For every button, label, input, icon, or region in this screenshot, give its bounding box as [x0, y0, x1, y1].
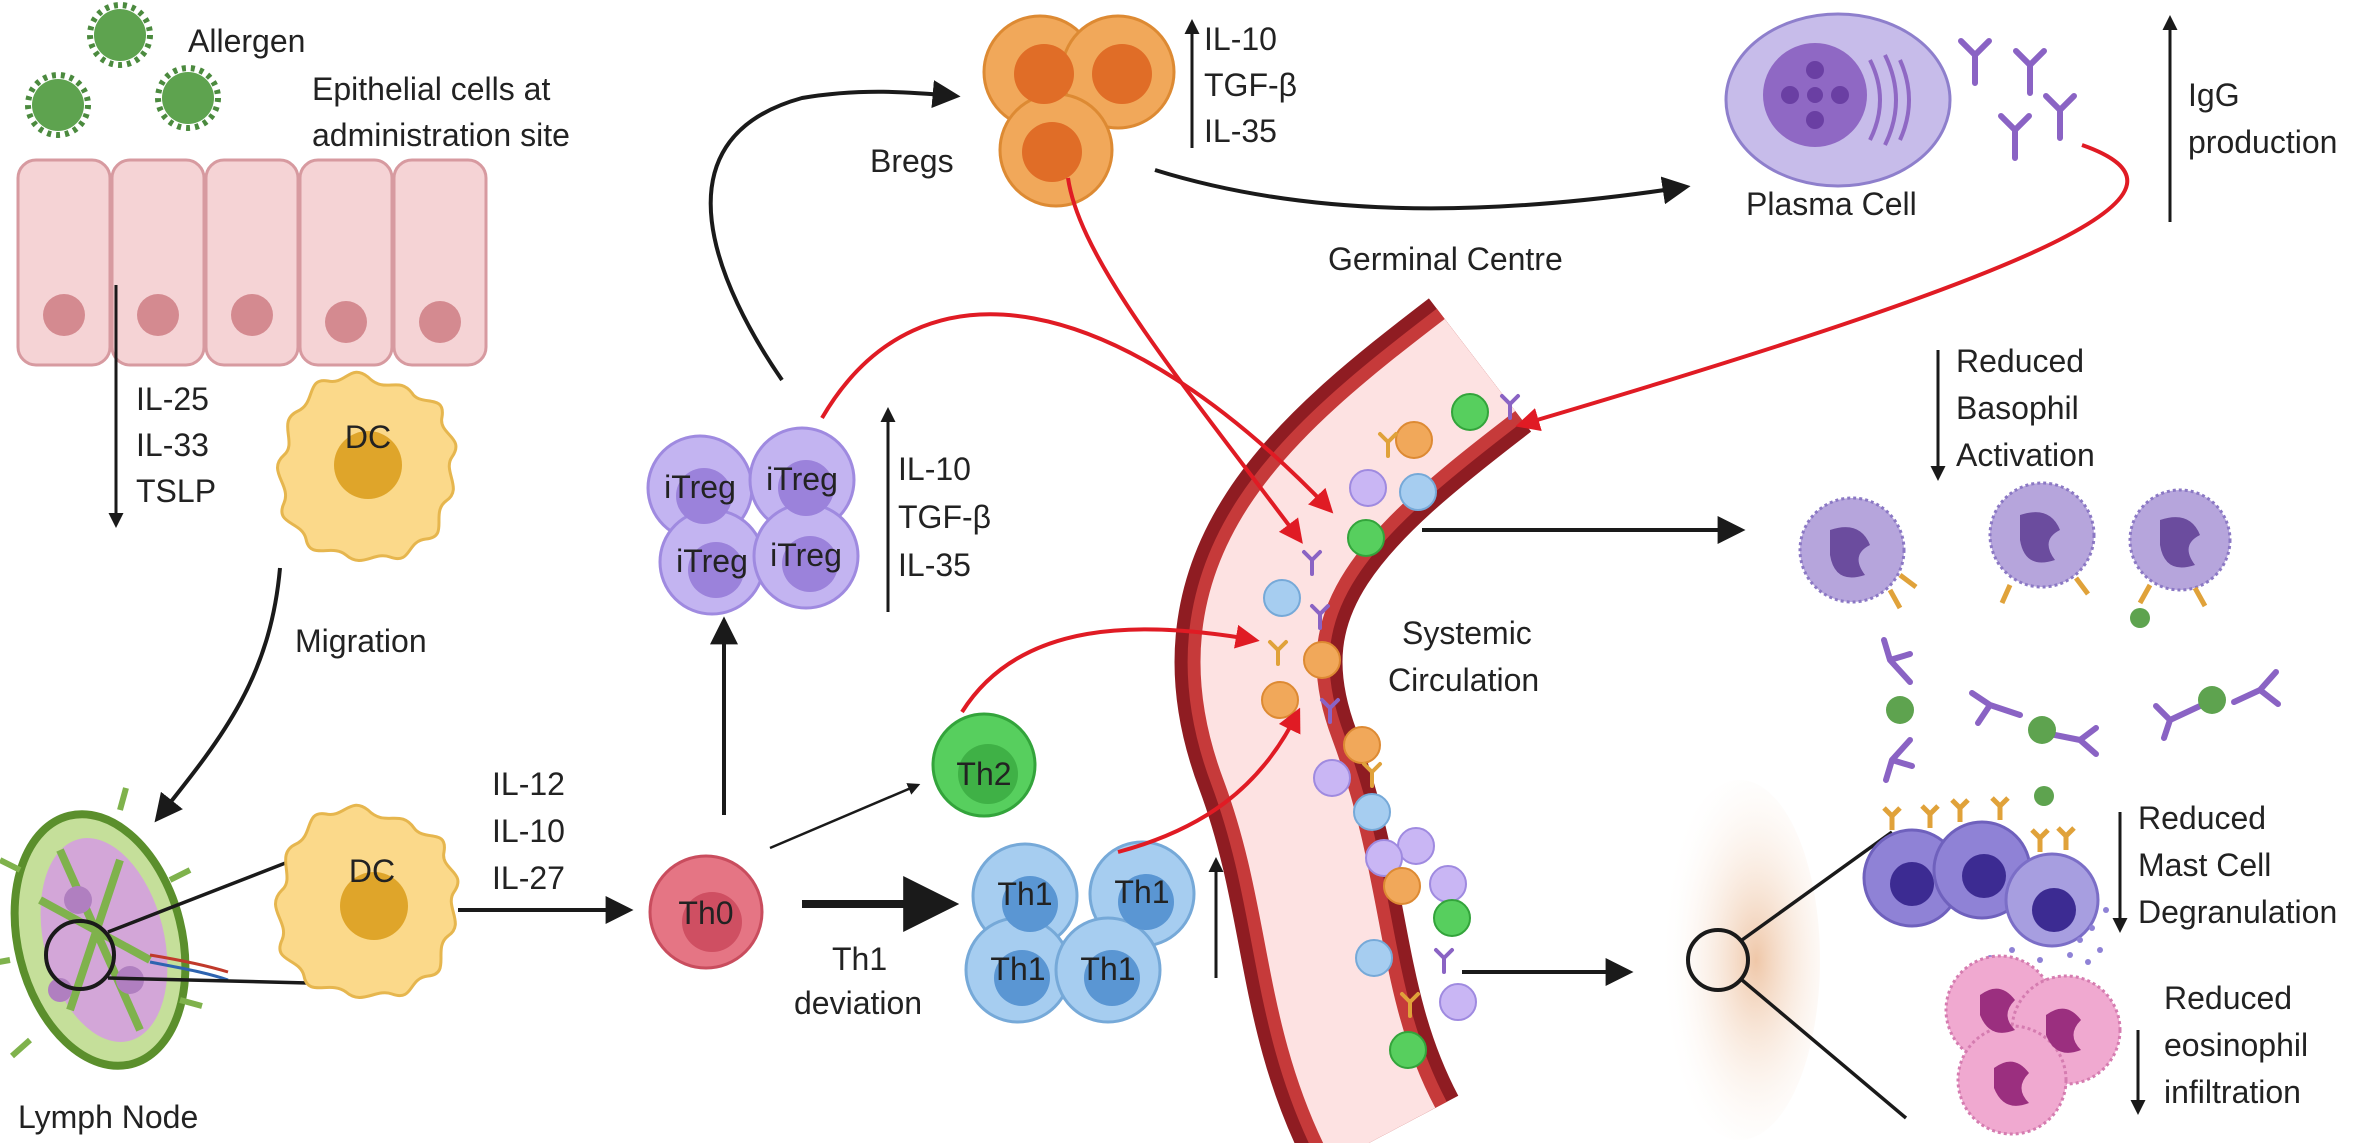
itreg-label-4: iTreg	[770, 537, 842, 573]
eos-label-line1: Reduced	[2164, 980, 2292, 1016]
cytokine-il27: IL-27	[492, 860, 565, 896]
circulating-antibodies	[1268, 394, 1520, 1018]
systemic-label-line1: Systemic	[1402, 615, 1532, 651]
epithelial-cells	[16, 158, 488, 367]
cytokine-il25: IL-25	[136, 381, 209, 417]
lymph-zoom-line-top	[107, 860, 289, 934]
breg-cells	[982, 14, 1176, 208]
th1-deviation-line2: deviation	[794, 985, 922, 1021]
itreg-tgfb: TGF-β	[898, 499, 991, 535]
epithelial-label-line2: administration site	[312, 117, 570, 153]
cytokine-il10-dc: IL-10	[492, 813, 565, 849]
cytokine-il33: IL-33	[136, 427, 209, 463]
systemic-label-line2: Circulation	[1388, 662, 1539, 698]
th1-deviation-line1: Th1	[832, 941, 887, 977]
eosinophil-cells	[1944, 954, 2122, 1136]
migration-arrow	[154, 567, 282, 823]
itreg-il10: IL-10	[898, 451, 971, 487]
th2-to-vessel-red-arrow	[960, 624, 1260, 714]
mast-label-line1: Reduced	[2138, 800, 2266, 836]
igg-to-vessel-red-arrow	[1515, 143, 2130, 432]
th1-label-3: Th1	[990, 951, 1045, 987]
itreg-label-2: iTreg	[766, 461, 838, 497]
th2-cell	[931, 712, 1037, 818]
mast-label-line3: Degranulation	[2138, 894, 2337, 930]
basophil-label-line1: Reduced	[1956, 343, 2084, 379]
breg-il10: IL-10	[1204, 21, 1277, 57]
breg-to-vessel-red-arrow	[1066, 177, 1303, 544]
itreg-label-3: iTreg	[676, 543, 748, 579]
dendritic-cell-lymph	[274, 803, 460, 999]
lymph-node	[0, 787, 229, 1070]
lymph-node-label: Lymph Node	[18, 1099, 198, 1135]
basophil-label-line3: Activation	[1956, 437, 2095, 473]
dc-top-label: DC	[345, 419, 391, 455]
antibody-allergen-complexes	[1881, 637, 2281, 783]
allergen-label: Allergen	[188, 23, 305, 59]
migration-label: Migration	[295, 623, 427, 659]
nose-profile	[1660, 780, 1820, 1140]
cytokine-il12: IL-12	[492, 766, 565, 802]
th1-label-2: Th1	[1114, 874, 1169, 910]
germinal-centre-label: Germinal Centre	[1328, 241, 1563, 277]
basophil-label-line2: Basophil	[1956, 390, 2079, 426]
eos-label-line3: infiltration	[2164, 1074, 2301, 1110]
th0-cell	[648, 854, 764, 970]
breg-to-plasma-arrow	[1154, 168, 1691, 211]
circulating-cells	[1261, 393, 1489, 1069]
nose-zoom-line-bottom	[1740, 978, 1908, 1120]
igg-label-line1: IgG	[2188, 77, 2240, 113]
plasma-cell	[1724, 12, 1952, 188]
cytokine-tslp: TSLP	[136, 473, 216, 509]
itreg-to-vessel-red-arrow	[820, 312, 1334, 514]
th1-label-1: Th1	[997, 876, 1052, 912]
itreg-to-breg-arrow	[708, 80, 961, 382]
itreg-label-1: iTreg	[664, 469, 736, 505]
breg-il35: IL-35	[1204, 113, 1277, 149]
th0-label: Th0	[678, 895, 733, 931]
blood-vessel	[1174, 298, 1532, 1143]
breg-tgfb: TGF-β	[1204, 67, 1297, 103]
itreg-il35: IL-35	[898, 547, 971, 583]
bregs-label: Bregs	[870, 143, 954, 179]
mast-cells	[1862, 786, 2109, 965]
plasma-cell-label: Plasma Cell	[1746, 186, 1917, 222]
itreg-cluster	[646, 426, 860, 616]
mast-label-line2: Mast Cell	[2138, 847, 2271, 883]
th2-label: Th2	[956, 756, 1011, 792]
igg-label-line2: production	[2188, 124, 2337, 160]
igg-antibodies	[1958, 38, 2077, 161]
basophil-cells	[1798, 481, 2232, 628]
allergen-particles	[25, 2, 221, 138]
th1-label-4: Th1	[1080, 951, 1135, 987]
th1-to-vessel-red-arrow	[1117, 707, 1301, 854]
nose-zoom-line-top	[1740, 830, 1894, 942]
eos-label-line2: eosinophil	[2164, 1027, 2308, 1063]
dc-lymph-label: DC	[349, 853, 395, 889]
lymph-zoom-line-bottom	[107, 976, 309, 985]
dendritic-cell-top	[276, 370, 458, 562]
th0-to-th2-arrow	[769, 783, 921, 850]
epithelial-label-line1: Epithelial cells at	[312, 71, 550, 107]
th1-cluster	[964, 840, 1196, 1024]
